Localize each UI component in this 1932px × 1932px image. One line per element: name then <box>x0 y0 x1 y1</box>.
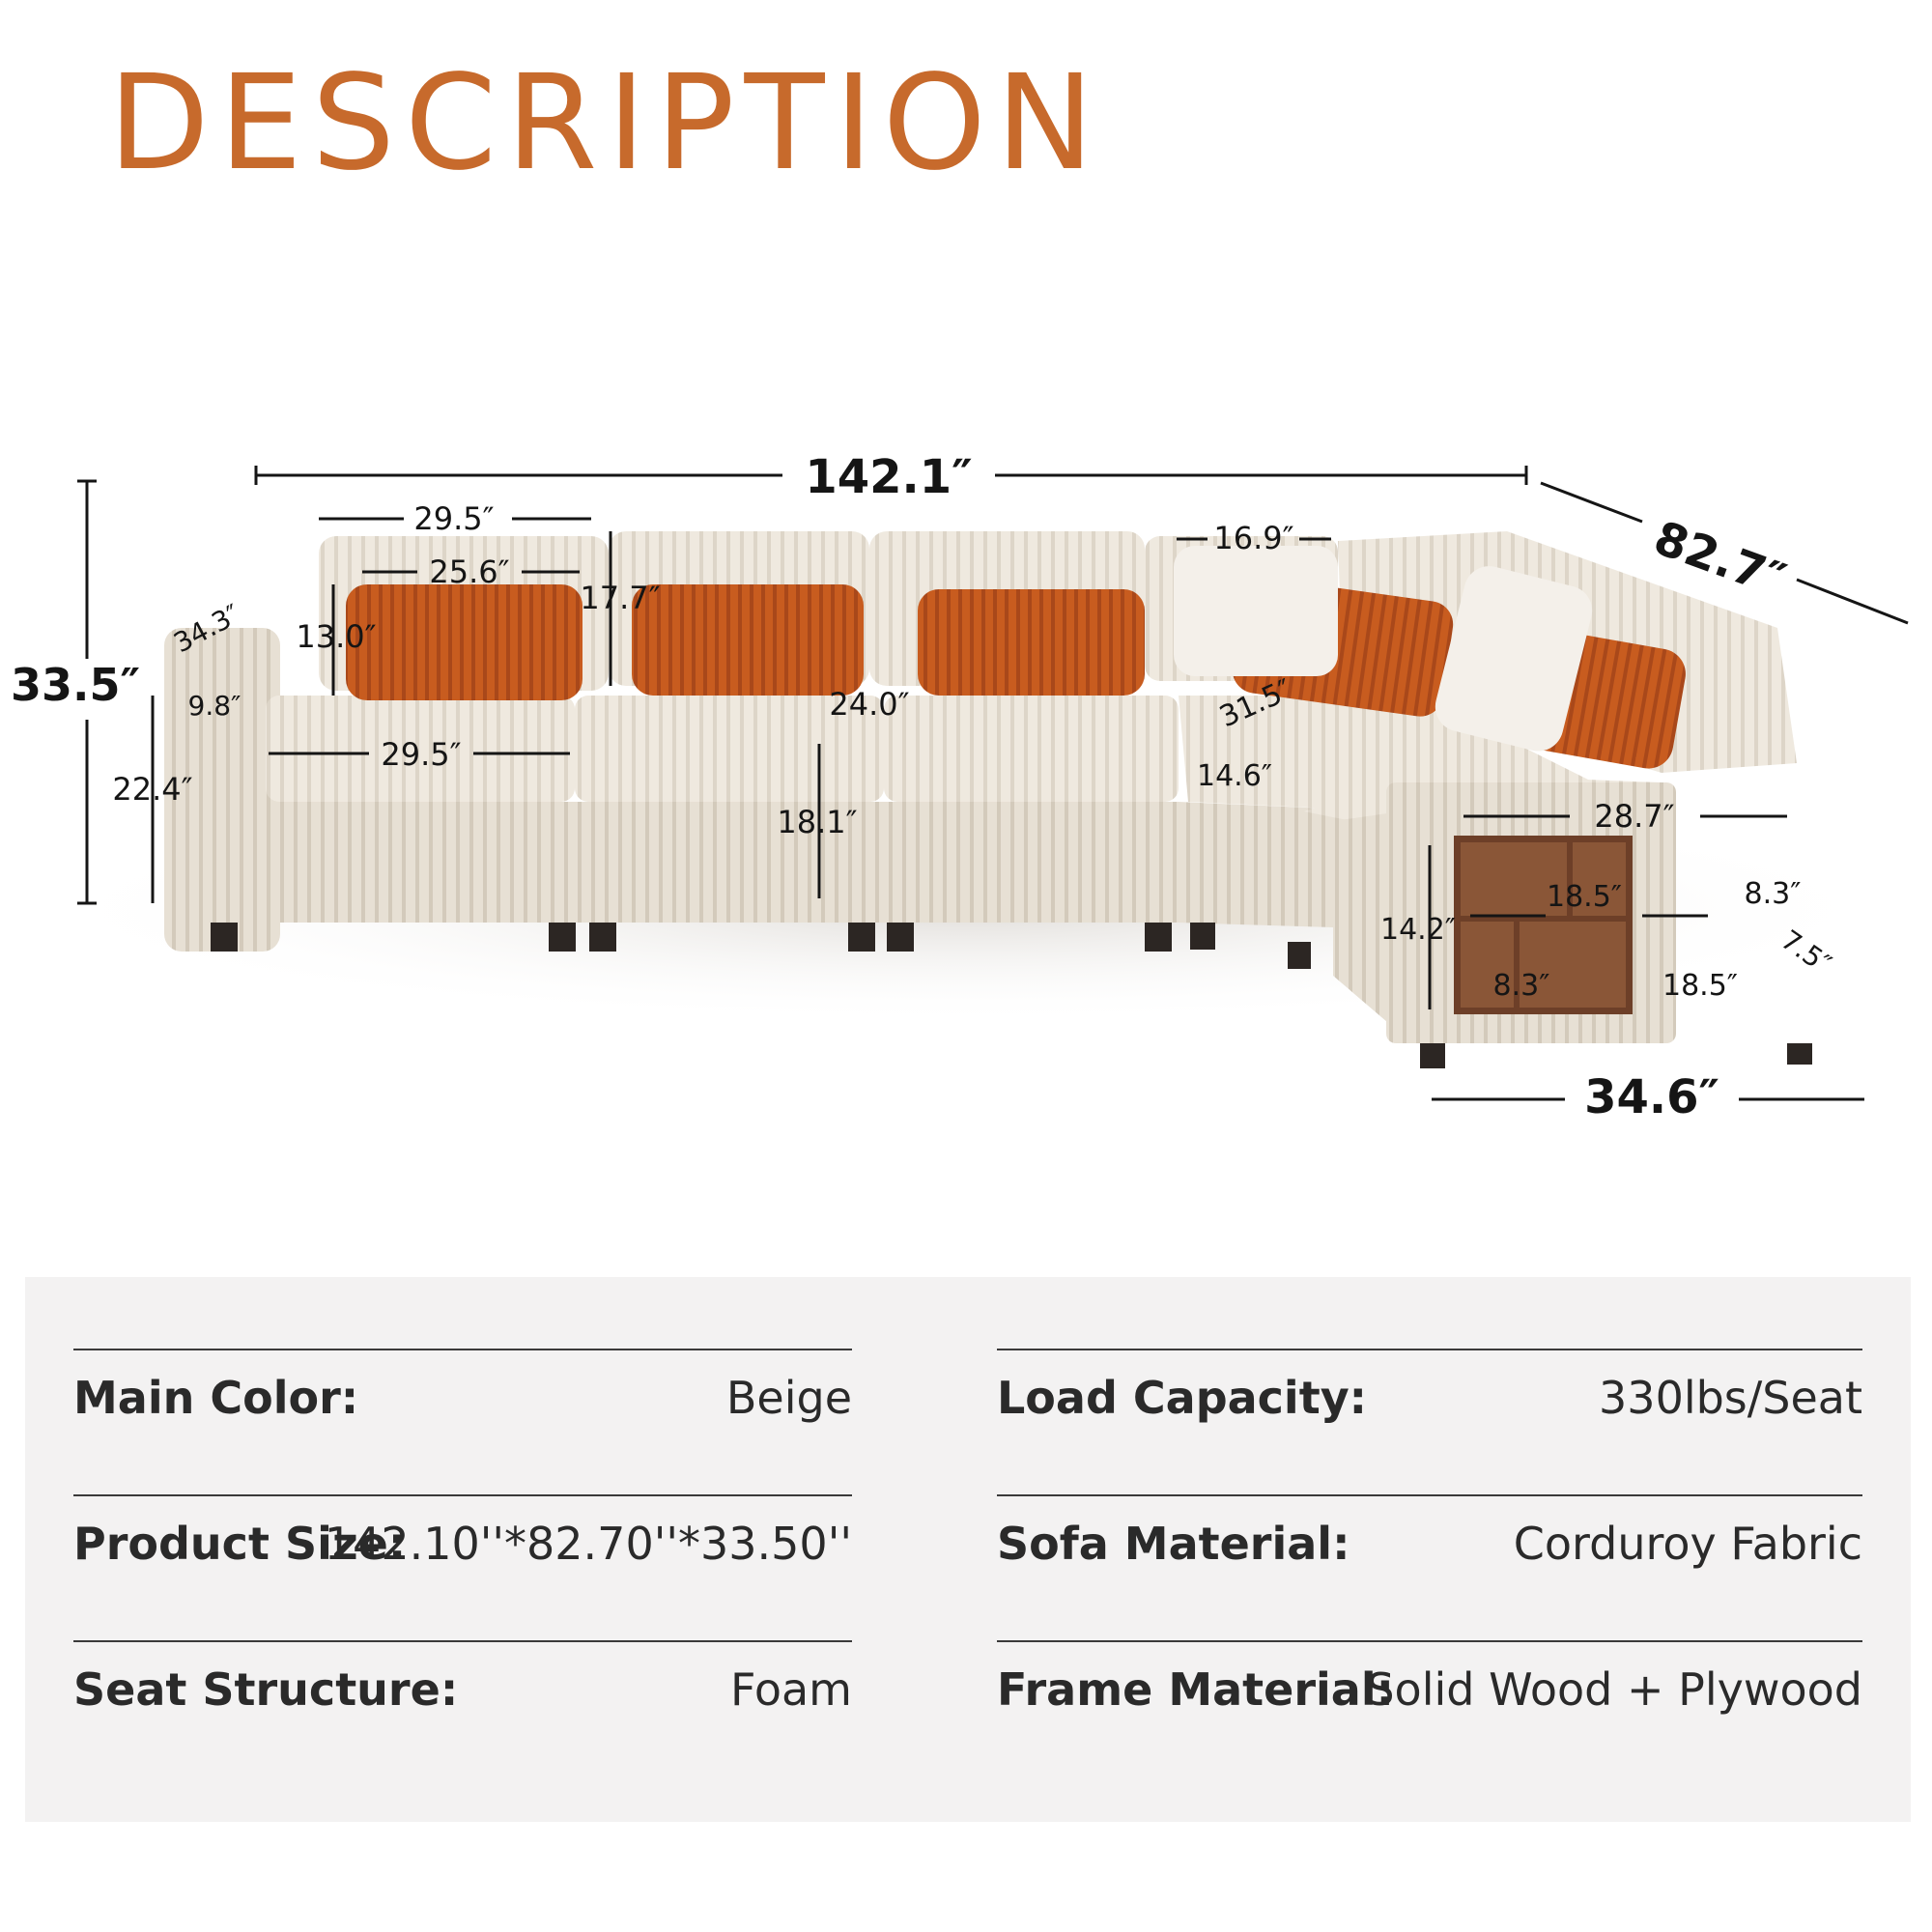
dim-seat-height: 18.1″ <box>777 804 857 840</box>
seat-cushion-1 <box>266 696 575 802</box>
leg <box>1288 942 1311 969</box>
dim-pillow-width: 25.6″ <box>429 554 509 590</box>
dim-console-width: 34.6″ <box>1584 1070 1719 1124</box>
spec-value: Foam <box>730 1663 852 1716</box>
dim-shelf-height: 14.2″ <box>1380 913 1456 947</box>
leg <box>887 923 914 952</box>
dim-overall-length: 142.1″ <box>805 450 972 504</box>
leg <box>589 923 616 952</box>
dim-back-height: 17.7″ <box>580 580 660 616</box>
leg <box>848 923 875 952</box>
base-3 <box>884 802 1179 923</box>
dim-shelf-small-bottom: 8.3″ <box>1493 969 1550 1003</box>
leg <box>1787 1043 1812 1065</box>
dim-shelf-large-top: 18.5″ <box>1547 880 1622 914</box>
spec-value: Corduroy Fabric <box>1513 1518 1862 1570</box>
storage-cubby-1 <box>1461 842 1567 916</box>
spec-row-main-color: Main Color: Beige <box>73 1349 852 1494</box>
seat-cushion-3 <box>884 696 1179 802</box>
dim-corner-seat-width: 14.6″ <box>1197 759 1272 793</box>
dim-seat-width: 29.5″ <box>381 736 461 773</box>
leg <box>1420 1043 1445 1068</box>
spec-row-product-size: Product Size: 142.10''*82.70''*33.50'' <box>73 1494 852 1640</box>
leg <box>1190 923 1215 950</box>
sofa-illustration <box>164 531 1812 1068</box>
storage-cubby-2 <box>1573 842 1626 916</box>
spec-value: Beige <box>725 1372 852 1424</box>
spec-row-load-capacity: Load Capacity: 330lbs/Seat <box>997 1349 1862 1494</box>
pillow-2 <box>632 584 864 696</box>
dim-shelf-small-top: 8.3″ <box>1745 877 1802 911</box>
spec-label: Seat Structure: <box>73 1663 459 1716</box>
spec-label: Sofa Material: <box>997 1518 1350 1570</box>
pillow-1 <box>346 584 582 700</box>
left-arm <box>164 628 280 952</box>
dim-corner-back-width: 16.9″ <box>1213 520 1293 556</box>
page-title: DESCRIPTION <box>108 47 1104 200</box>
dim-seat-depth: 24.0″ <box>829 686 909 723</box>
dim-shelf-large-bottom: 18.5″ <box>1662 969 1738 1003</box>
dim-overall-height: 33.5″ <box>11 659 140 711</box>
spec-label: Main Color: <box>73 1372 359 1424</box>
spec-column-left: Main Color: Beige Product Size: 142.10''… <box>73 1349 852 1786</box>
spec-label: Load Capacity: <box>997 1372 1368 1424</box>
dimension-lines <box>77 466 1909 1101</box>
dimension-labels: 142.1″ 82.7″ 33.5″ 34.3″ 9.8″ 22.4″ 29.5… <box>11 450 1837 1124</box>
spec-value: 330lbs/Seat <box>1599 1372 1862 1424</box>
dim-arm-width: 9.8″ <box>188 690 242 722</box>
storage-cubby-3 <box>1461 922 1514 1008</box>
pillow-white-2 <box>1435 566 1593 752</box>
leg <box>549 923 576 952</box>
dim-shelf-width: 28.7″ <box>1594 798 1674 835</box>
sofa-dimension-figure: 142.1″ 82.7″ 33.5″ 34.3″ 9.8″ 22.4″ 29.5… <box>11 450 1913 1124</box>
dim-arm-height: 22.4″ <box>112 771 192 808</box>
dim-back-width: 29.5″ <box>413 500 494 537</box>
leg <box>211 923 238 952</box>
pillow-white-1 <box>1174 546 1338 676</box>
pillow-3 <box>918 589 1145 696</box>
storage-cubby-4 <box>1520 922 1626 1008</box>
leg <box>1145 923 1172 952</box>
spec-column-right: Load Capacity: 330lbs/Seat Sofa Material… <box>997 1349 1862 1786</box>
dim-pillow-height: 13.0″ <box>296 618 376 655</box>
spec-row-frame-material: Frame Material: Solid Wood + Plywood <box>997 1640 1862 1786</box>
spec-label: Frame Material: <box>997 1663 1395 1716</box>
spec-label: Product Size: <box>73 1518 407 1570</box>
base-2 <box>575 802 884 923</box>
specifications-panel: Main Color: Beige Product Size: 142.10''… <box>25 1277 1911 1822</box>
seat-cushion-2 <box>575 696 884 802</box>
spec-row-sofa-material: Sofa Material: Corduroy Fabric <box>997 1494 1862 1640</box>
spec-value: 142.10''*82.70''*33.50'' <box>324 1518 852 1570</box>
spec-value: Solid Wood + Plywood <box>1366 1663 1862 1716</box>
chaise-base <box>1333 811 1401 1034</box>
base-1 <box>266 802 575 923</box>
spec-row-seat-structure: Seat Structure: Foam <box>73 1640 852 1786</box>
